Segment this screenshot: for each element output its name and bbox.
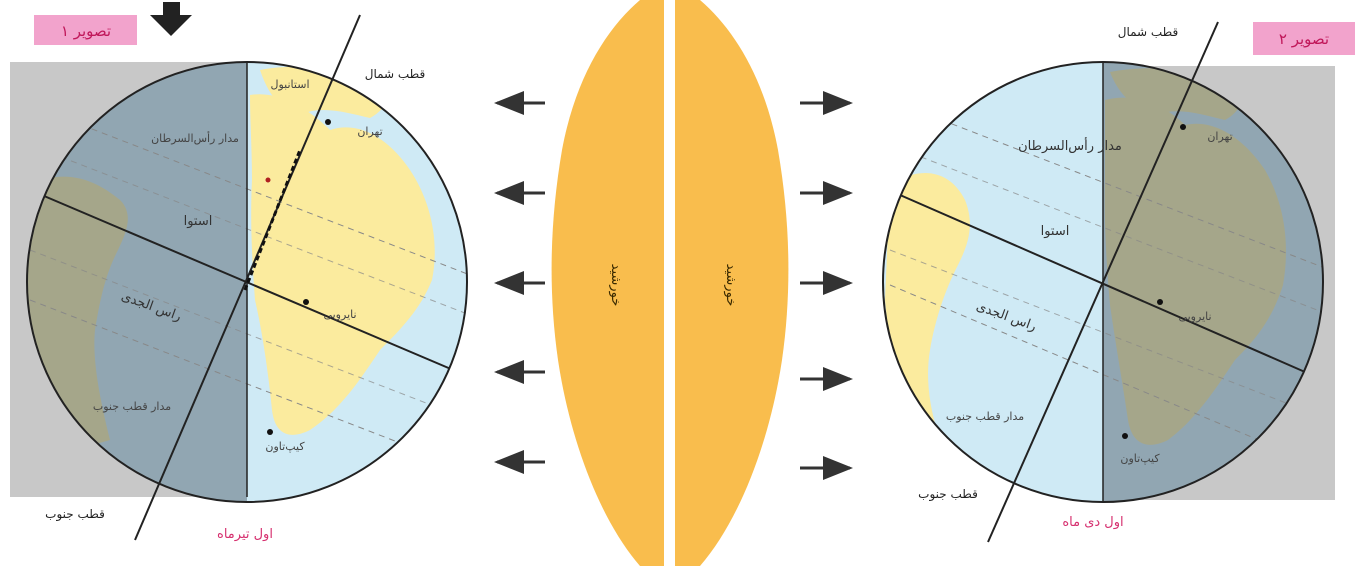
city-dot: [325, 119, 331, 125]
right-antarctic-label: مدار قطب جنوب: [946, 410, 1024, 423]
left-globe: قطب شمال قطب جنوب مدار رأس‌السرطان استوا…: [10, 2, 468, 542]
left-axis: [134, 14, 361, 541]
sun-right-label: خورشید: [723, 264, 738, 307]
left-north-pole-label: قطب شمال: [365, 67, 426, 81]
right-axis: [987, 21, 1219, 543]
sun-left-label: خورشید: [608, 264, 623, 307]
left-arrows: [494, 91, 545, 474]
city-dot: [267, 429, 273, 435]
right-equator-label: استوا: [1041, 224, 1070, 239]
left-first-month-label: اول تیرماه: [217, 527, 273, 542]
sun: خورشید خورشید: [551, 0, 789, 566]
city-dot: [265, 177, 271, 183]
city-label: تهران: [1207, 130, 1232, 143]
right-tropic-cancer-label: مدار رأس‌السرطان: [1018, 137, 1122, 154]
down-arrow-icon: [150, 2, 192, 36]
left-badge-text: تصویر ۱: [61, 22, 111, 40]
city-label: نایروبی: [323, 308, 356, 321]
sun-left-half: [551, 0, 664, 566]
right-badge-text: تصویر ۲: [1279, 30, 1329, 48]
right-south-pole-label: قطب جنوب: [918, 487, 978, 502]
city-label: کیپ‌تاون: [265, 440, 305, 453]
sun-right-half: [675, 0, 789, 566]
right-north-pole-label: قطب شمال: [1118, 25, 1179, 39]
city-dot: [1157, 299, 1163, 305]
left-tropic-cancer-label: مدار رأس‌السرطان: [151, 131, 239, 145]
city-label: تهران: [357, 125, 382, 138]
left-antarctic-label: مدار قطب جنوب: [93, 400, 171, 413]
city-label: استانبول: [271, 78, 310, 91]
city-label: کیپ‌تاون: [1120, 452, 1160, 465]
left-badge: [34, 15, 137, 45]
city-label: نایروبی: [1178, 310, 1211, 323]
left-equator-label: استوا: [184, 214, 213, 229]
city-dot: [1122, 433, 1128, 439]
africa-land: [250, 94, 435, 435]
city-dot: [303, 299, 309, 305]
right-badge: [1253, 22, 1355, 55]
city-dot: [1180, 124, 1186, 130]
left-south-pole-label: قطب جنوب: [45, 507, 105, 522]
right-first-month-label: اول دی ماه: [1062, 515, 1123, 530]
right-arrows: [800, 91, 853, 480]
right-globe: قطب شمال قطب جنوب مدار رأس‌السرطان استوا…: [882, 21, 1355, 543]
